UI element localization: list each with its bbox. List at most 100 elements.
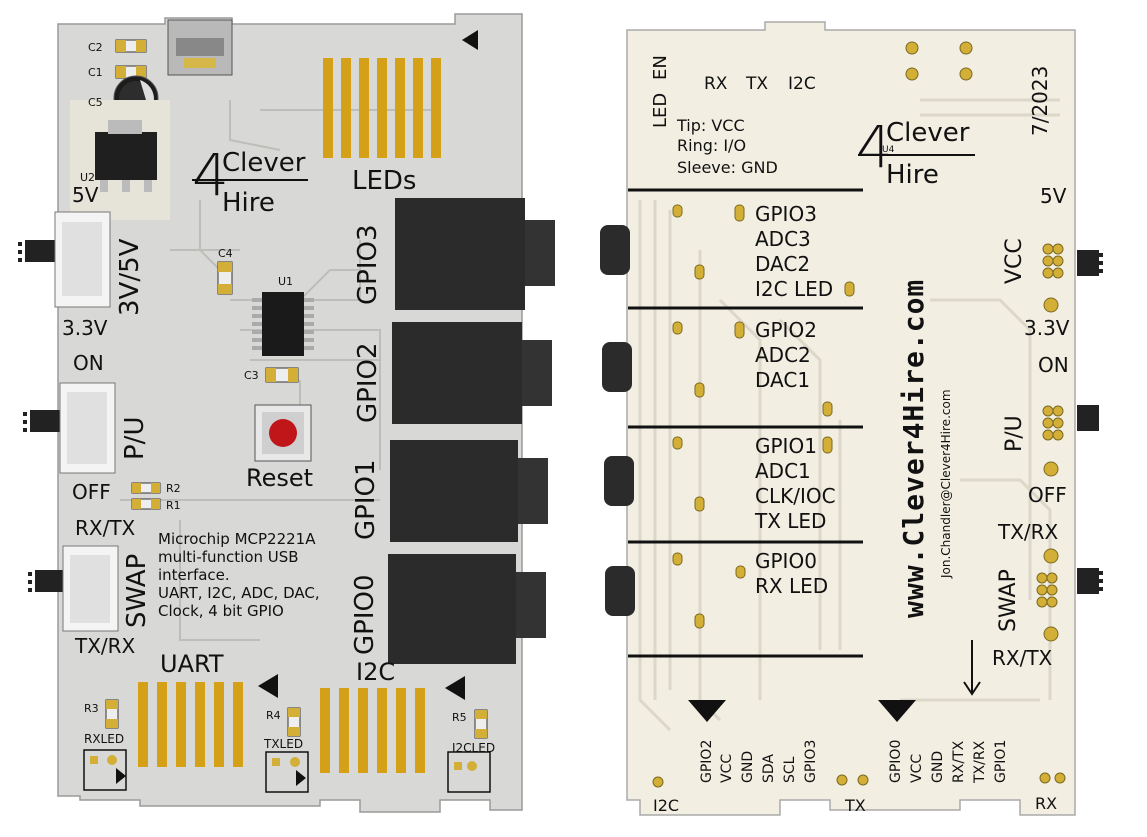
pin-gnd-2: GND: [930, 750, 946, 783]
section-line: ADC2: [755, 343, 811, 367]
back-volt-bottom: 3.3V: [1024, 316, 1070, 340]
logo-number: 4: [192, 141, 229, 209]
power-switch-label[interactable]: P/U: [120, 416, 150, 460]
section-line: DAC2: [755, 252, 811, 276]
back-swap-mid: SWAP: [996, 569, 1021, 632]
section-line: CLK/IOC: [755, 484, 836, 508]
back-rx-label: RX: [704, 74, 728, 94]
sleeve-line: Sleeve: GND: [677, 158, 778, 177]
swap-switch-label[interactable]: SWAP: [122, 553, 152, 628]
jack-gpio0-label: GPIO0: [350, 574, 380, 655]
logo-hire: Hire: [222, 188, 275, 218]
volt-switch-label[interactable]: 3V/5V: [115, 238, 145, 316]
c1-label: C1: [88, 66, 103, 79]
back-volt-mid: VCC: [1002, 238, 1027, 284]
section-line: TX LED: [755, 509, 827, 533]
bottom-i2c-label: I2C: [653, 796, 680, 815]
bottom-rx-label: RX: [1035, 794, 1058, 813]
pin-vcc-2: VCC: [909, 753, 925, 783]
r5-label: R5: [452, 711, 467, 724]
uart-label: UART: [160, 650, 224, 678]
c2-label: C2: [88, 41, 103, 54]
section-gpio0: GPIO0 RX LED: [755, 549, 828, 599]
leds-label: LEDs: [352, 166, 417, 196]
section-gpio1: GPIO1 ADC1 CLK/IOC TX LED: [755, 434, 836, 534]
back-logo-hire: Hire: [886, 160, 939, 190]
ring-line: Ring: I/O: [677, 136, 747, 155]
back-i2c-label: I2C: [788, 74, 816, 94]
i2c-label: I2C: [356, 658, 396, 686]
u2-label: U2: [80, 171, 96, 184]
back-volt-top: 5V: [1040, 184, 1067, 208]
section-line: DAC1: [755, 368, 811, 392]
back-date: 7/2023: [1028, 65, 1052, 136]
r4-label: R4: [266, 709, 281, 722]
pin-gpio0: GPIO0: [888, 739, 904, 783]
i2cled-label: I2CLED: [452, 741, 496, 755]
bottom-tx-label: TX: [845, 796, 866, 815]
back-logo-clever: Clever: [886, 118, 970, 148]
c5-label: C5: [88, 96, 103, 109]
pin-rx-tx: RX/TX: [951, 740, 967, 783]
back-swap-bottom: RX/TX: [992, 646, 1053, 670]
reset-label: Reset: [246, 464, 314, 492]
back-power-top: ON: [1038, 353, 1069, 377]
swap-switch-top: RX/TX: [75, 516, 136, 540]
back-tx-label: TX: [746, 74, 769, 94]
pin-sda: SDA: [761, 754, 777, 783]
pin-gpio3: GPIO3: [803, 739, 819, 783]
back-power-bottom: OFF: [1028, 483, 1067, 507]
back-board: LED EN RX TX I2C 7/2023 Tip: VCC Ring: I…: [580, 0, 1147, 837]
section-gpio2: GPIO2 ADC2 DAC1: [755, 318, 817, 393]
jack-gpio1-label: GPIO1: [351, 459, 381, 540]
c3-label: C3: [244, 369, 259, 382]
pin-scl: SCL: [782, 756, 798, 783]
chip-description: Microchip MCP2221A multi-function USB in…: [158, 530, 320, 620]
u1-label: U1: [278, 275, 294, 288]
desc-line: Clock, 4 bit GPIO: [158, 602, 284, 620]
section-line: ADC3: [755, 227, 811, 251]
section-line: ADC1: [755, 459, 811, 483]
r1-label: R1: [166, 499, 181, 512]
website-url[interactable]: www.Clever4Hire.com: [897, 278, 930, 618]
section-line: GPIO1: [755, 434, 817, 458]
back-logo-number: 4: [856, 113, 893, 181]
section-line: I2C LED: [755, 277, 834, 301]
section-line: GPIO2: [755, 318, 817, 342]
swap-switch-bottom: TX/RX: [75, 634, 136, 658]
rxled-label: RXLED: [84, 732, 125, 746]
pin-tx-rx: TX/RX: [972, 740, 988, 783]
back-swap-top: TX/RX: [998, 520, 1059, 544]
section-gpio3: GPIO3 ADC3 DAC2 I2C LED: [755, 202, 833, 302]
desc-line: Microchip MCP2221A: [158, 530, 316, 548]
desc-line: interface.: [158, 566, 230, 584]
pin-vcc: VCC: [719, 753, 735, 783]
volt-switch-bottom: 3.3V: [62, 316, 108, 340]
back-en-label: EN: [650, 55, 671, 80]
volt-switch-top: 5V: [72, 183, 99, 207]
r2-label: R2: [166, 482, 181, 495]
pin-gnd: GND: [740, 750, 756, 783]
tip-line: Tip: VCC: [677, 116, 745, 135]
front-board: C2 C1 C5 U2 4 Clever Hire LEDs 5V 3V/5V …: [0, 0, 560, 837]
pin-gpio2: GPIO2: [699, 739, 715, 783]
power-switch-top: ON: [73, 351, 104, 375]
back-power-mid: P/U: [1002, 415, 1027, 452]
txled-label: TXLED: [264, 737, 304, 751]
back-u4-label: U4: [882, 145, 895, 155]
logo-clever: Clever: [222, 148, 306, 178]
pin-gpio1: GPIO1: [993, 739, 1009, 783]
section-line: GPIO0: [755, 549, 817, 573]
section-line: GPIO3: [755, 202, 817, 226]
jack-gpio3-label: GPIO3: [353, 224, 383, 305]
email-address[interactable]: Jon.Chandler@Clever4Hire.com: [939, 389, 953, 578]
back-board-graphic: [600, 21, 1103, 816]
desc-line: UART, I2C, ADC, DAC,: [158, 584, 320, 602]
power-switch-bottom: OFF: [72, 480, 111, 504]
jack-gpio2-label: GPIO2: [353, 342, 383, 423]
section-line: RX LED: [755, 574, 829, 598]
r3-label: R3: [84, 702, 99, 715]
front-board-graphic: [18, 13, 555, 813]
desc-line: multi-function USB: [158, 548, 299, 566]
c4-label: C4: [218, 247, 233, 260]
